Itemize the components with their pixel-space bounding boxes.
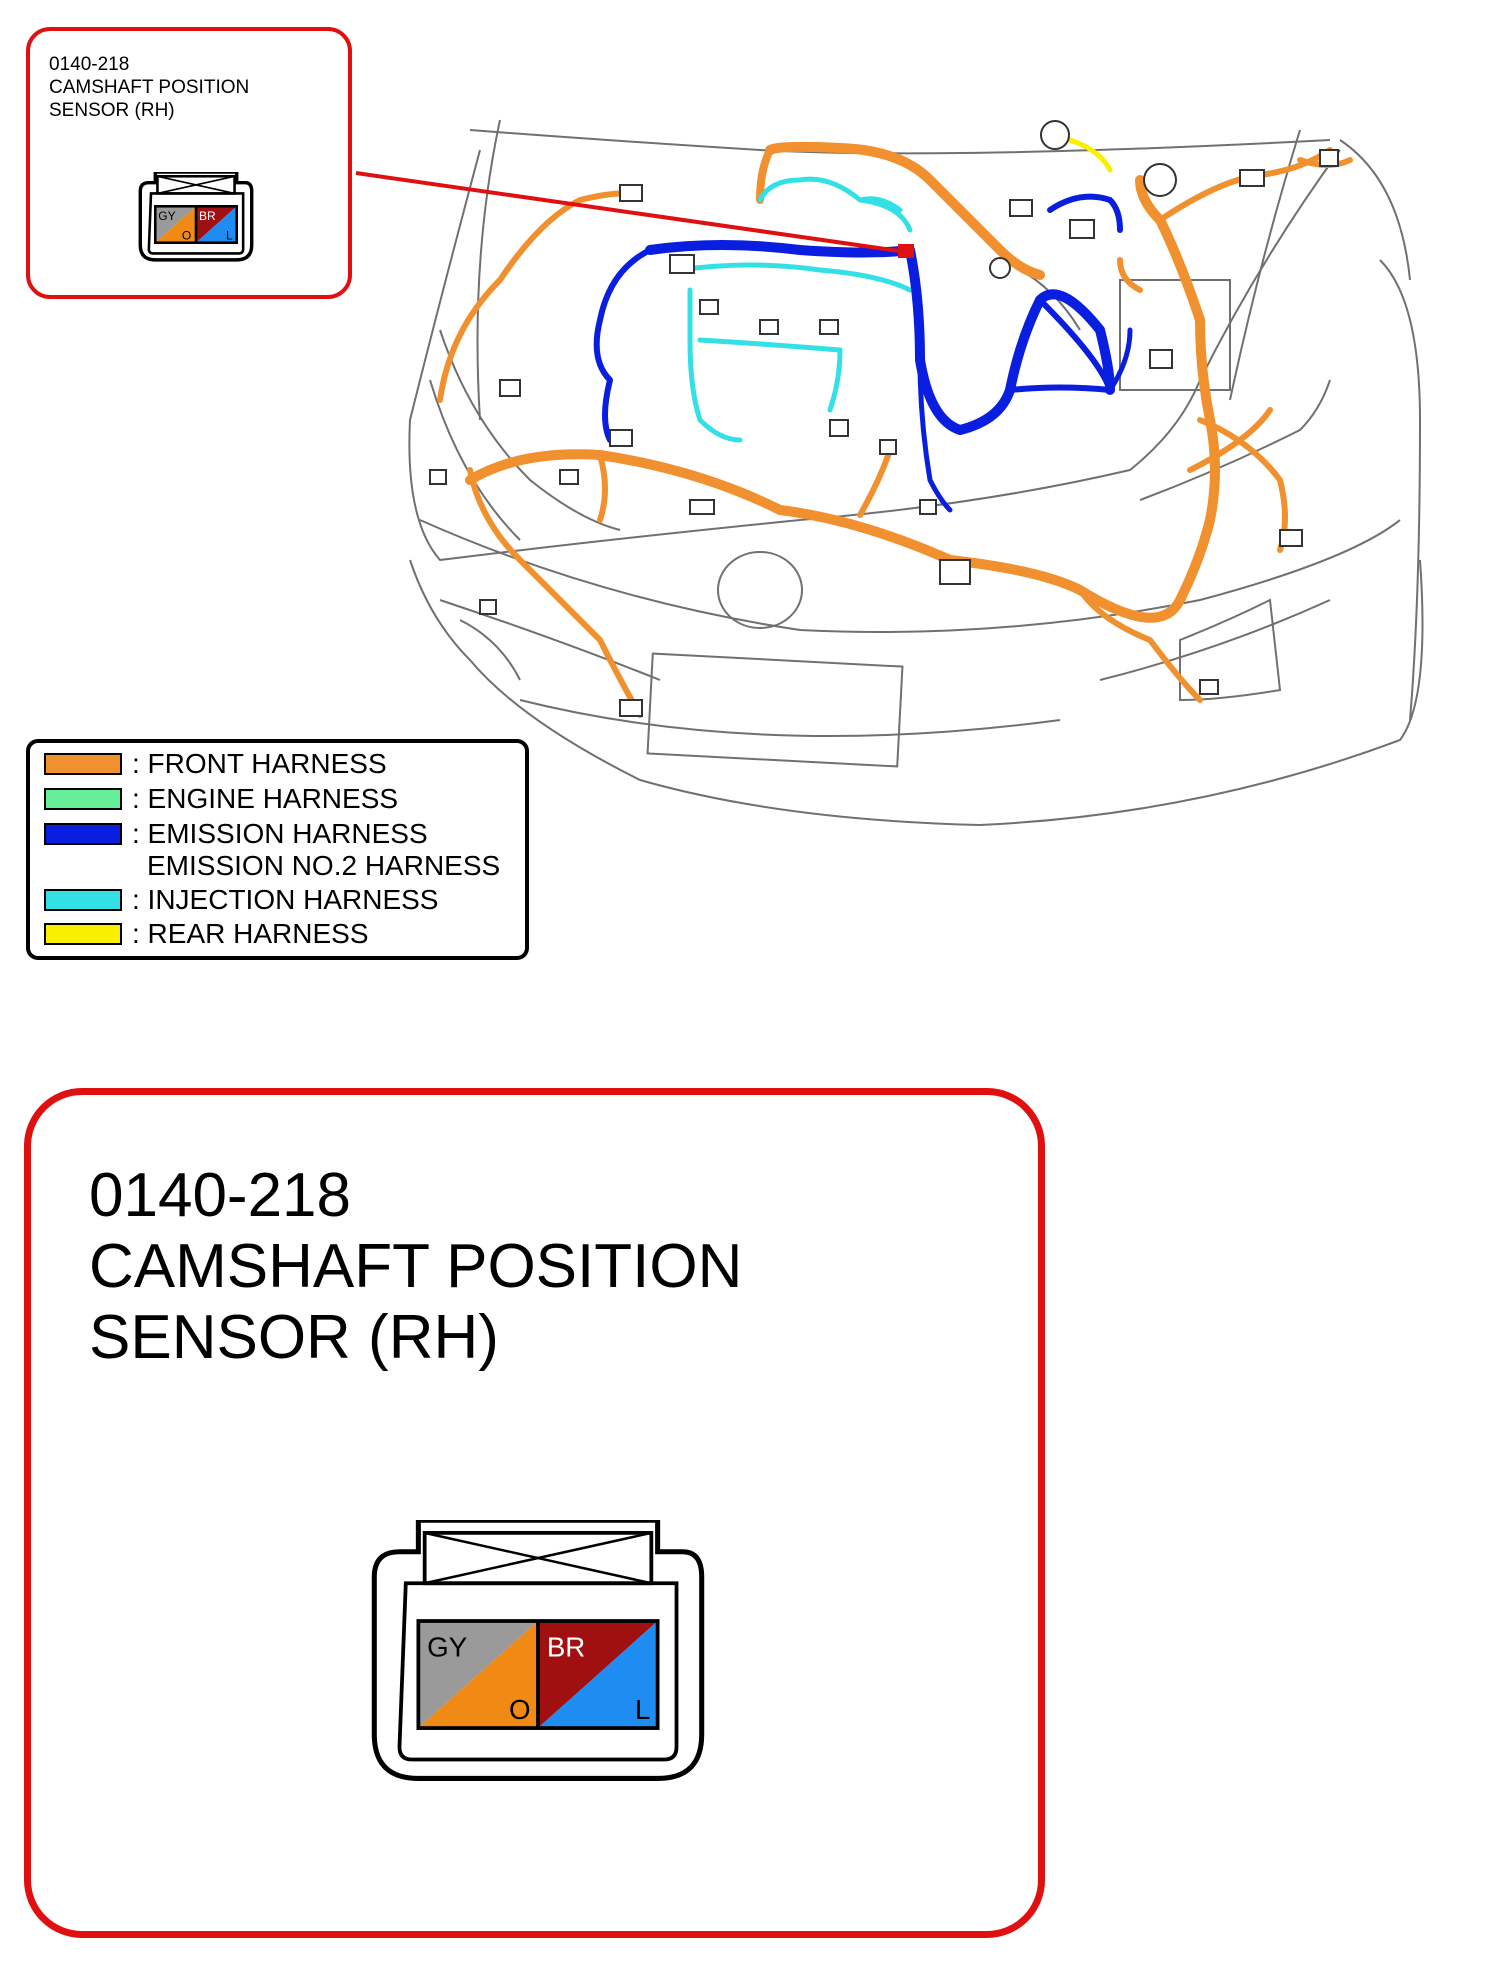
connector-name-line2-large: SENSOR (RH) (89, 1303, 499, 1372)
pin-2-top-label-large: BR (547, 1631, 585, 1662)
pin-block-small: GY O BR L (154, 205, 238, 244)
connector-blocks (429, 149, 1339, 717)
connector-label-large: 0140-218 CAMSHAFT POSITION SENSOR (RH) (89, 1160, 742, 1373)
rear-harness (1067, 137, 1113, 173)
legend-swatch-rear (44, 923, 122, 945)
pin-block-large: GY O BR L (416, 1619, 660, 1730)
legend-swatch-emission (44, 823, 122, 845)
legend-label-emission-no2: EMISSION NO.2 HARNESS (147, 850, 501, 881)
connector-location-marker (898, 244, 914, 258)
legend-item-front: : FRONT HARNESS (44, 749, 387, 779)
pin-1-top-label-small: GY (158, 209, 175, 223)
legend-swatch-front (44, 753, 122, 775)
injection-harness (677, 176, 913, 443)
pin-2-bottom-label-small: L (226, 229, 233, 243)
legend-label-injection: : INJECTION HARNESS (132, 884, 439, 915)
legend-item-engine: : ENGINE HARNESS (44, 784, 398, 814)
connector-face-large: GY O BR L (371, 1520, 705, 1781)
harness-legend: : FRONT HARNESS : ENGINE HARNESS : EMISS… (26, 739, 529, 960)
legend-label-front: : FRONT HARNESS (132, 748, 387, 779)
pin-1-top-label-large: GY (427, 1631, 467, 1662)
connector-id-small: 0140-218 (49, 54, 130, 75)
front-harness (437, 141, 1353, 718)
emission-harness (593, 193, 1133, 513)
pin-2-bottom-label-large: L (635, 1694, 650, 1725)
legend-item-rear: : REAR HARNESS (44, 919, 369, 949)
connector-name-line2-small: SENSOR (RH) (49, 100, 175, 121)
pin-1-bottom-label-large: O (509, 1694, 531, 1725)
legend-label-rear: : REAR HARNESS (132, 918, 369, 949)
connector-name-line1-large: CAMSHAFT POSITION (89, 1232, 743, 1301)
legend-swatch-injection (44, 889, 122, 911)
legend-label-emission: : EMISSION HARNESS (132, 818, 428, 849)
pin-2-top-label-small: BR (199, 209, 216, 223)
connector-name-line1-small: CAMSHAFT POSITION (49, 77, 250, 98)
connector-label-small: 0140-218 CAMSHAFT POSITION SENSOR (RH) (49, 53, 249, 122)
legend-item-injection: : INJECTION HARNESS (44, 885, 438, 915)
callout-leader-line (355, 171, 914, 255)
pin-1-bottom-label-small: O (182, 229, 191, 243)
connector-callout-small: 0140-218 CAMSHAFT POSITION SENSOR (RH) G… (26, 27, 352, 299)
legend-swatch-engine (44, 788, 122, 810)
connector-callout-large: 0140-218 CAMSHAFT POSITION SENSOR (RH) G… (24, 1088, 1045, 1938)
legend-item-emission: : EMISSION HARNESS (44, 819, 428, 849)
connector-face-small: GY O BR L (138, 172, 254, 262)
legend-label-engine: : ENGINE HARNESS (132, 783, 399, 814)
connector-id-large: 0140-218 (89, 1161, 352, 1230)
